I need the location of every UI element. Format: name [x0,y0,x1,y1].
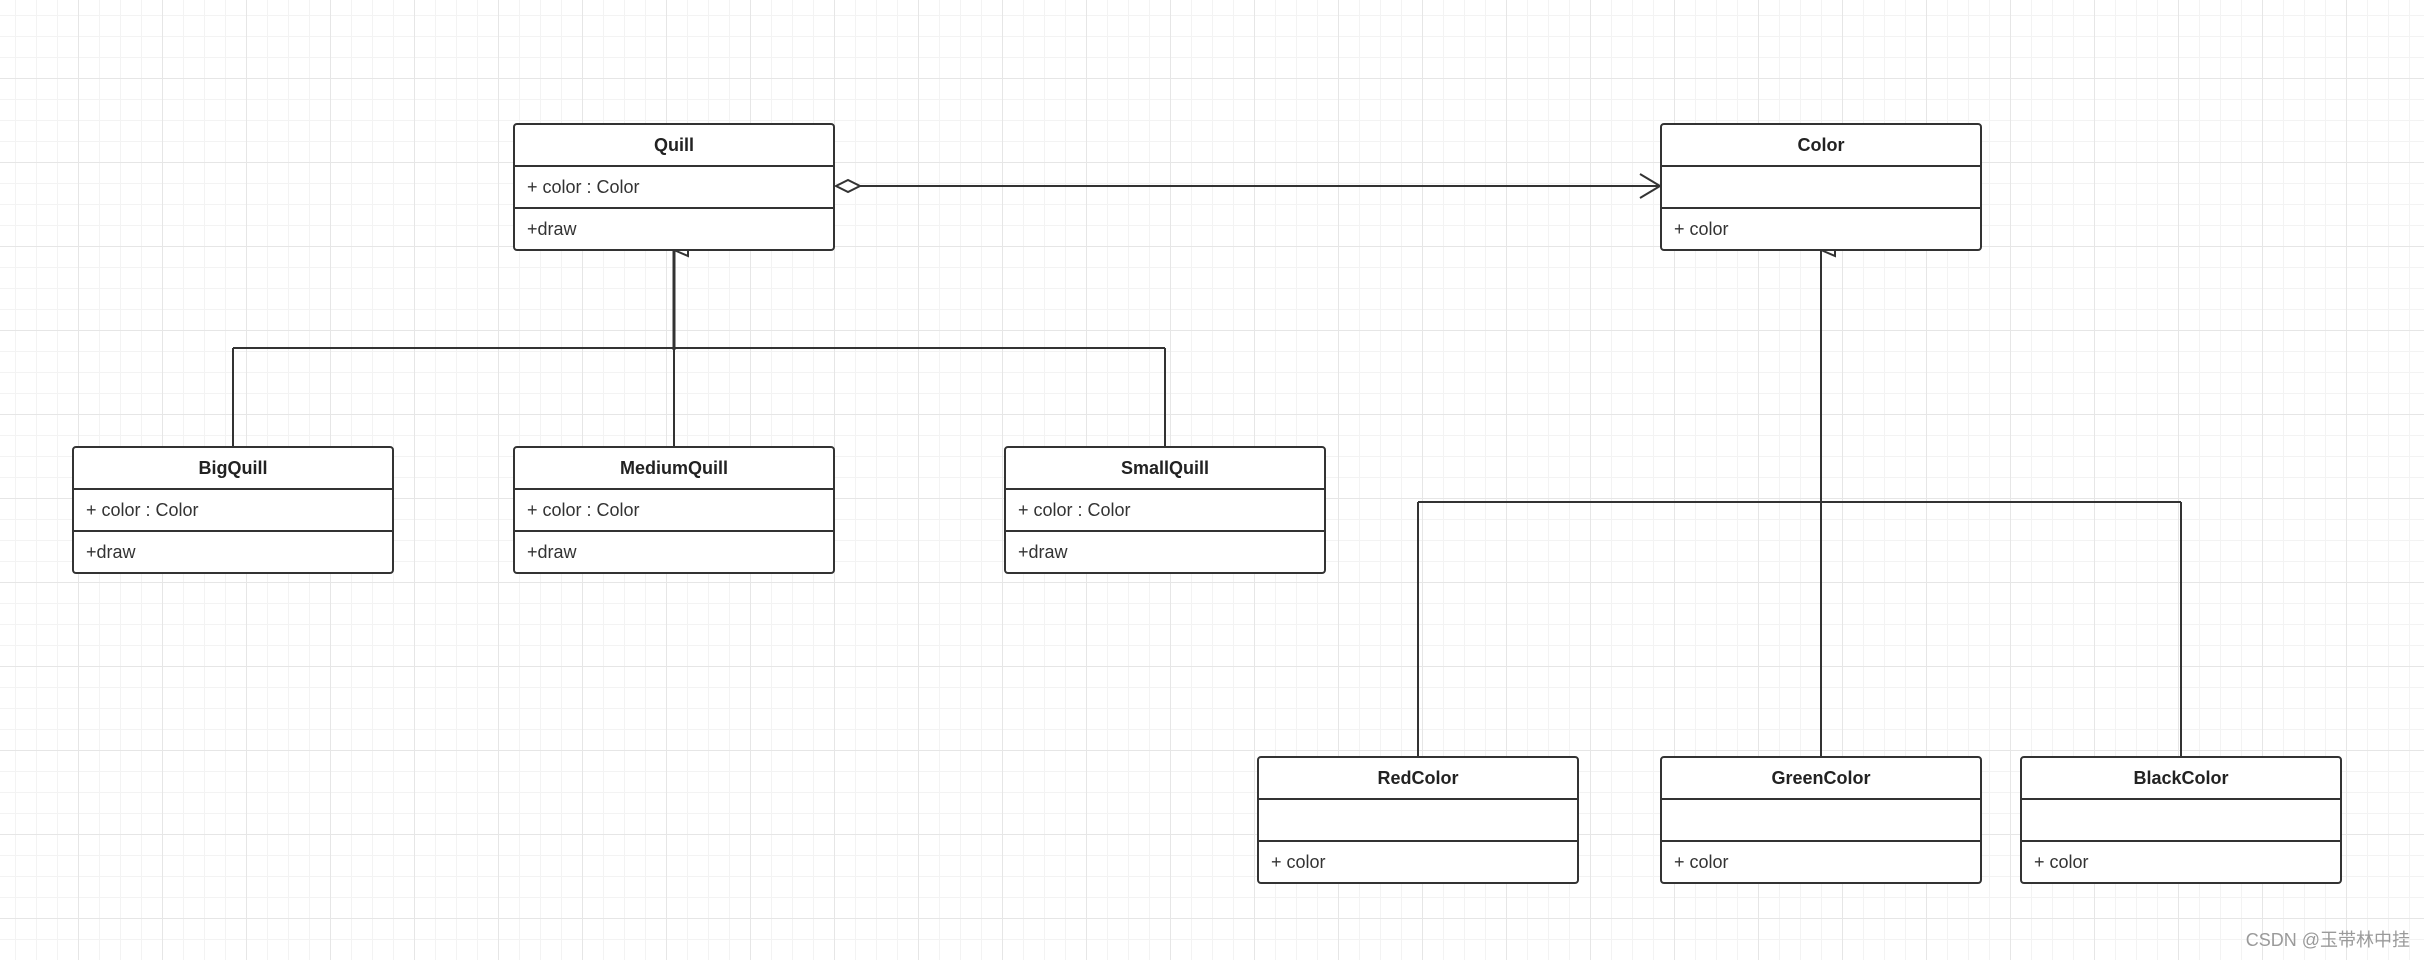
class-name: BlackColor [2022,758,2340,800]
class-attribute [1662,800,1980,842]
class-name: MediumQuill [515,448,833,490]
generalization-color [1417,250,2182,756]
class-attribute: + color : Color [515,167,833,209]
class-red-color[interactable]: RedColor + color [1257,756,1579,884]
class-black-color[interactable]: BlackColor + color [2020,756,2342,884]
generalization-quill [232,250,1166,446]
class-color[interactable]: Color + color [1660,123,1982,251]
class-operation: +draw [86,542,136,562]
class-attribute: + color : Color [1006,490,1324,532]
class-operation: +draw [527,542,577,562]
class-attribute [2022,800,2340,842]
class-attribute: + color : Color [515,490,833,532]
class-quill[interactable]: Quill + color : Color +draw [513,123,835,251]
class-name: SmallQuill [1006,448,1324,490]
class-attribute: + color : Color [74,490,392,532]
class-name: Quill [515,125,833,167]
class-green-color[interactable]: GreenColor + color [1660,756,1982,884]
class-operation: + color [1674,219,1729,239]
class-operation: +draw [527,219,577,239]
class-operation: + color [1674,852,1729,872]
class-name: BigQuill [74,448,392,490]
class-name: RedColor [1259,758,1577,800]
class-attribute [1259,800,1577,842]
class-operation: + color [1271,852,1326,872]
class-attribute [1662,167,1980,209]
class-name: GreenColor [1662,758,1980,800]
watermark: CSDN @玉带林中挂 [2245,930,2410,950]
class-big-quill[interactable]: BigQuill + color : Color +draw [72,446,394,574]
class-small-quill[interactable]: SmallQuill + color : Color +draw [1004,446,1326,574]
class-medium-quill[interactable]: MediumQuill + color : Color +draw [513,446,835,574]
aggregation-quill-color [833,173,1662,199]
class-operation: +draw [1018,542,1068,562]
class-operation: + color [2034,852,2089,872]
class-name: Color [1662,125,1980,167]
aggregation-diamond [833,178,863,194]
